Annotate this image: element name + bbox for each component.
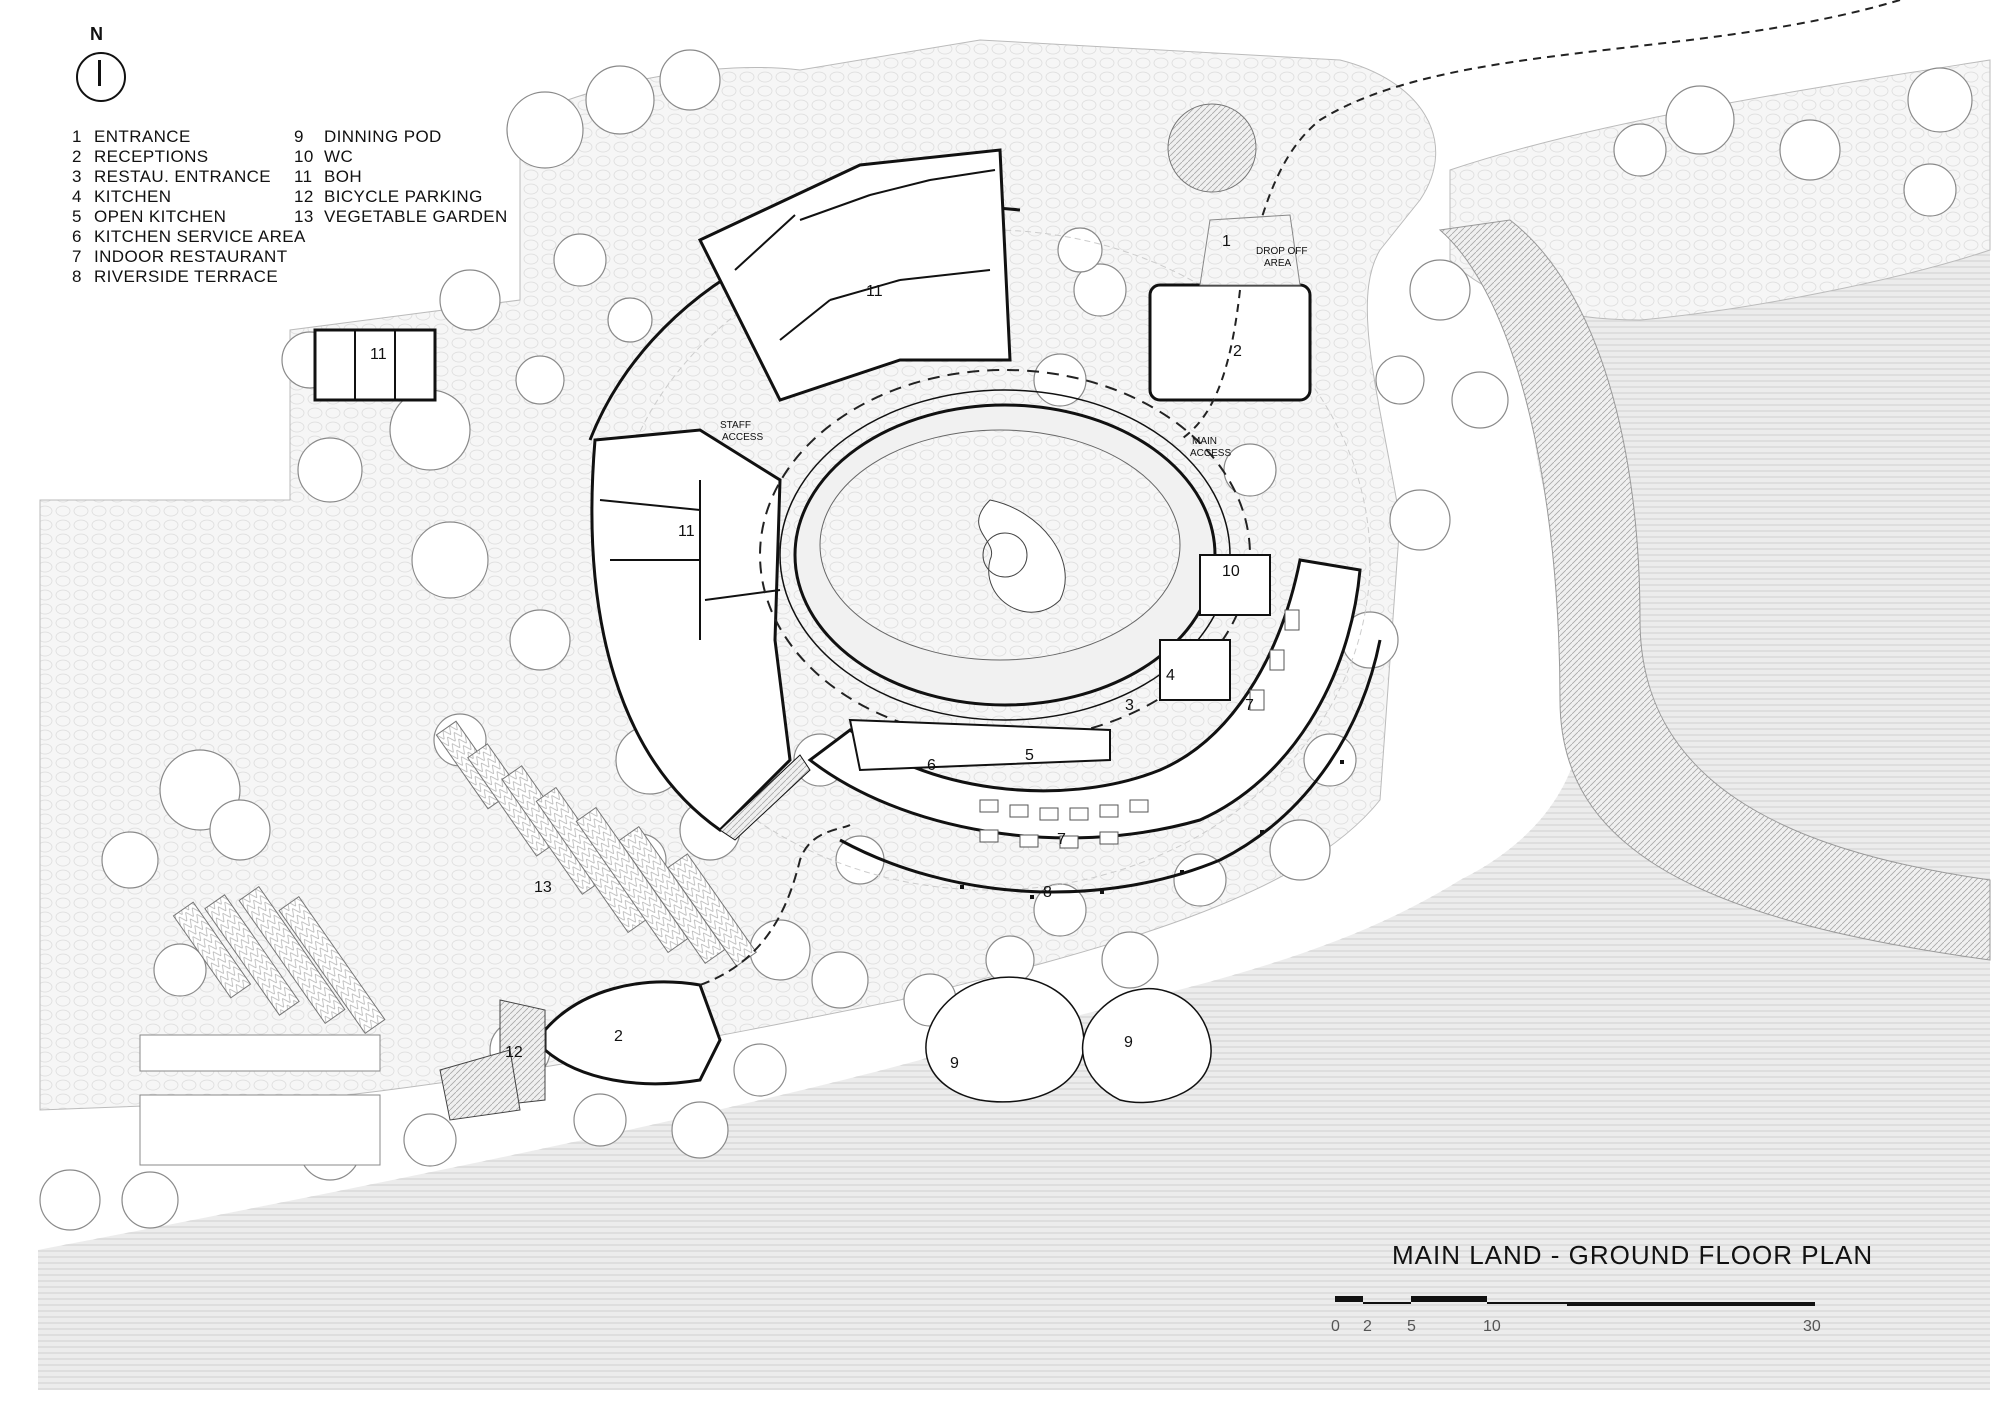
- approach-path: [1239, 0, 1901, 291]
- legend-num: 7: [72, 247, 82, 266]
- legend-num: 4: [72, 187, 82, 206]
- label-kitchen-service: 6: [927, 757, 936, 774]
- legend-label: ENTRANCE: [94, 127, 191, 146]
- legend-label: OPEN KITCHEN: [94, 207, 227, 226]
- pond: [1167, 103, 1257, 193]
- legend-num: 9: [294, 127, 304, 146]
- label-dining-pod-east: 9: [1124, 1034, 1133, 1051]
- legend-num: 11: [294, 167, 313, 186]
- label-drop-off-area: AREA: [1264, 258, 1292, 269]
- legend: 1 ENTRANCE 9 DINNING POD 2 RECEPTIONS 10…: [72, 128, 544, 286]
- legend-num: 13: [294, 207, 314, 226]
- legend-num: 12: [294, 187, 314, 206]
- label-open-kitchen: 5: [1025, 747, 1034, 764]
- scale-segment: [1567, 1302, 1815, 1306]
- label-bicycle-parking: 12: [505, 1044, 523, 1061]
- label-restau-entrance: 3: [1125, 697, 1134, 714]
- scale-tick-label: 10: [1483, 1318, 1501, 1335]
- north-pointer-icon: [98, 60, 101, 86]
- label-indoor-restaurant-south: 7: [1057, 831, 1066, 848]
- label-boh-west: 11: [678, 523, 695, 540]
- legend-num: 2: [72, 147, 82, 166]
- north-arrow: N: [72, 24, 128, 114]
- legend-label: WC: [324, 147, 354, 166]
- boh-outbuilding: [313, 328, 437, 402]
- legend-num: 8: [72, 267, 82, 286]
- main-access-path: [1179, 289, 1241, 441]
- legend-label: RIVERSIDE TERRACE: [94, 267, 279, 286]
- legend-label: RESTAU. ENTRANCE: [94, 167, 272, 186]
- label-kitchen: 4: [1166, 667, 1175, 684]
- river: [38, 235, 1990, 1390]
- dining-pods: [925, 976, 1212, 1104]
- scale-segment: [1335, 1296, 1363, 1302]
- label-boh-north: 11: [866, 283, 883, 300]
- scale-tick-label: 30: [1803, 1318, 1821, 1335]
- scale-segment: [1487, 1302, 1567, 1304]
- label-main-access: MAIN: [1192, 436, 1217, 447]
- label-staff-access-2: ACCESS: [722, 432, 764, 443]
- scale-segment: [1363, 1302, 1411, 1304]
- label-terrace: 8: [1043, 884, 1052, 901]
- trees: [39, 49, 1973, 1231]
- label-reception-north: 2: [1233, 343, 1242, 360]
- reception-pavilion-south: [439, 980, 722, 1121]
- north-circle: [76, 52, 126, 102]
- label-boh-outbuilding: 11: [370, 346, 387, 363]
- reception-pavilion: [1148, 214, 1312, 402]
- drawing-title: MAIN LAND - GROUND FLOOR PLAN: [1392, 1240, 1874, 1270]
- label-entrance: 1: [1222, 233, 1231, 250]
- dining-route: [699, 824, 851, 986]
- label-indoor-restaurant-east: 7: [1245, 697, 1254, 714]
- legend-label: INDOOR RESTAURANT: [94, 247, 288, 266]
- parking-rows: [139, 1034, 381, 1166]
- label-drop-off: DROP OFF: [1256, 246, 1308, 257]
- scale-segment: [1411, 1296, 1487, 1302]
- main-building: [588, 148, 1382, 899]
- legend-num: 3: [72, 167, 82, 186]
- label-dining-pod-west: 9: [950, 1055, 959, 1072]
- scale-bar: 0 2 5 10 30: [1331, 1296, 1821, 1346]
- legend-label: KITCHEN: [94, 187, 172, 206]
- scale-tick-label: 2: [1363, 1318, 1372, 1335]
- north-letter: N: [90, 24, 103, 44]
- label-wc: 10: [1222, 563, 1240, 580]
- legend-num: 10: [294, 147, 314, 166]
- legend-num: 6: [72, 227, 82, 246]
- label-reception-south: 2: [614, 1028, 623, 1045]
- legend-label: BICYCLE PARKING: [324, 187, 483, 206]
- bridge-ramp: [1438, 219, 1991, 961]
- label-staff-access: STAFF: [720, 420, 751, 431]
- scale-tick-label: 0: [1331, 1318, 1340, 1335]
- legend-label: DINNING POD: [324, 127, 442, 146]
- legend-label: KITCHEN SERVICE AREA: [94, 227, 306, 246]
- legend-label: VEGETABLE GARDEN: [324, 207, 508, 226]
- legend-num: 1: [72, 127, 82, 146]
- vegetable-garden: [172, 720, 757, 1035]
- legend-num: 5: [72, 207, 82, 226]
- label-vegetable-garden: 13: [534, 879, 552, 896]
- legend-label: BOH: [324, 167, 363, 186]
- label-main-access-2: ACCESS: [1190, 448, 1232, 459]
- scale-tick-label: 5: [1407, 1318, 1416, 1335]
- legend-label: RECEPTIONS: [94, 147, 209, 166]
